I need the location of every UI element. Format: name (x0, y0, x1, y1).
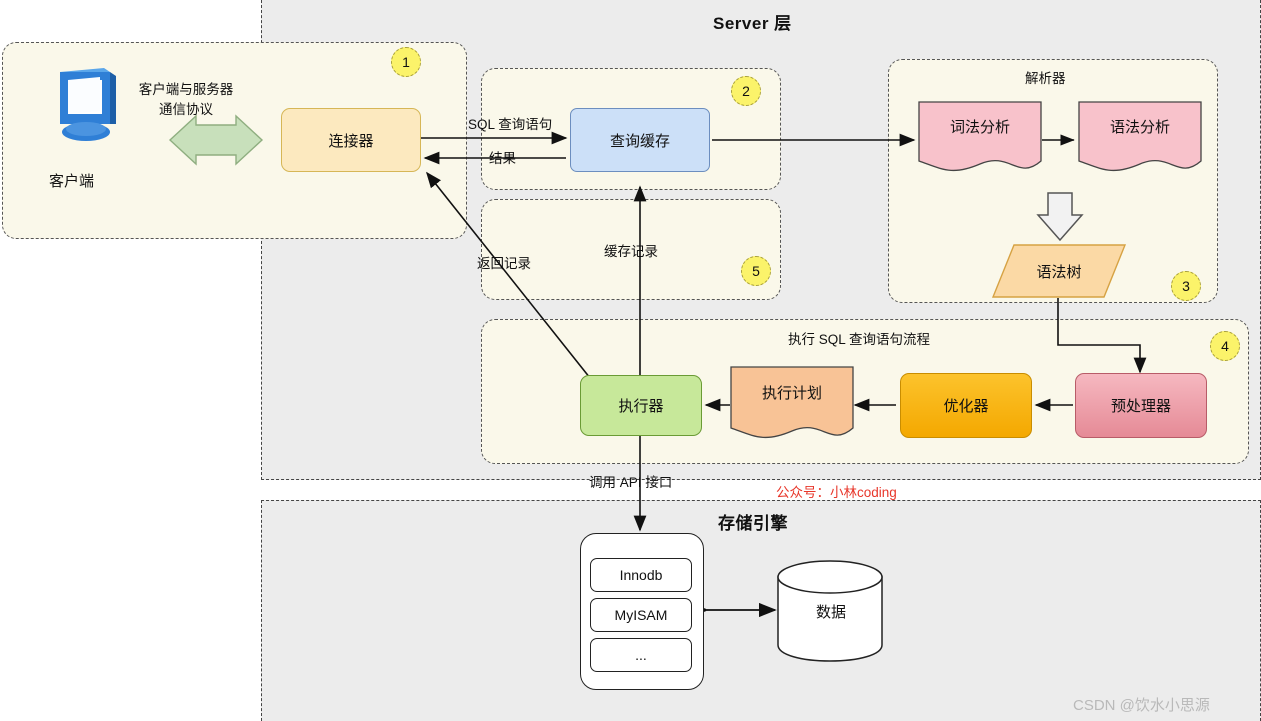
parser-group-title: 解析器 (1025, 71, 1066, 86)
preprocessor-node[interactable]: 预处理器 (1075, 373, 1207, 438)
protocol-label-line2: 通信协议 (159, 102, 213, 117)
client-label: 客户端 (49, 173, 95, 190)
data-cylinder-icon (777, 560, 883, 662)
cache-record-label: 缓存记录 (604, 244, 658, 259)
syntax-tree-label: 语法树 (1036, 263, 1082, 281)
executor-node[interactable]: 执行器 (580, 375, 702, 436)
cache-record-group-badge: 5 (741, 256, 771, 286)
exec-flow-group-badge: 4 (1210, 331, 1240, 361)
client-group-badge: 1 (391, 47, 421, 77)
execution-plan-node[interactable] (730, 366, 854, 446)
data-label: 数据 (815, 603, 846, 621)
lexical-analysis-node[interactable] (918, 101, 1042, 179)
other-engine-item[interactable]: ... (590, 638, 692, 672)
execution-plan-label: 执行计划 (761, 384, 822, 402)
result-label: 结果 (489, 151, 516, 166)
csdn-watermark: CSDN @饮水小思源 (1073, 697, 1210, 714)
syntax-analysis-node[interactable] (1078, 101, 1202, 179)
optimizer-node[interactable]: 优化器 (900, 373, 1032, 438)
innodb-engine-item[interactable]: Innodb (590, 558, 692, 592)
query-cache-group-badge: 2 (731, 76, 761, 106)
parser-group-badge: 3 (1171, 271, 1201, 301)
protocol-label-line1: 客户端与服务器 (138, 82, 234, 97)
sql-query-label: SQL 查询语句 (468, 117, 553, 132)
return-record-label: 返回记录 (477, 256, 531, 271)
client-monitor-icon (60, 68, 116, 141)
wechat-watermark: 公众号：小林coding (776, 485, 897, 500)
myisam-engine-item[interactable]: MyISAM (590, 598, 692, 632)
lexical-analysis-label: 词法分析 (949, 118, 1010, 136)
call-api-label: 调用 API 接口 (589, 475, 673, 490)
exec-flow-group-title: 执行 SQL 查询语句流程 (788, 332, 931, 347)
syntax-analysis-label: 语法分析 (1109, 118, 1170, 136)
storage-layer-title: 存储引擎 (718, 514, 788, 533)
query-cache-node[interactable]: 查询缓存 (570, 108, 710, 172)
connector-node[interactable]: 连接器 (281, 108, 421, 172)
syntax-tree-node[interactable] (991, 244, 1127, 298)
server-layer-title: Server 层 (713, 14, 792, 33)
